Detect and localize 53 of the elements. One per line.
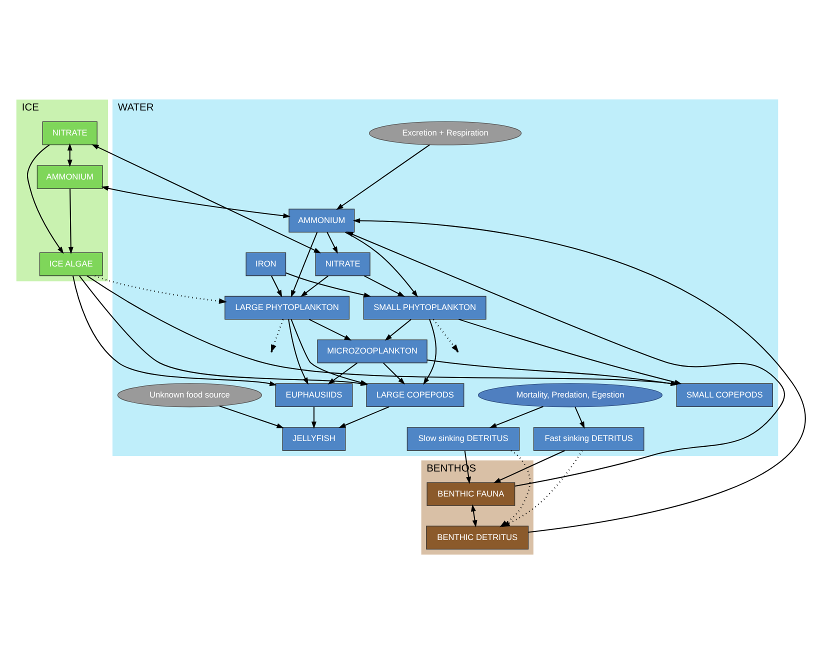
arrow — [68, 188, 73, 254]
arrow — [94, 274, 226, 304]
arrow — [338, 406, 389, 428]
arrow — [458, 318, 682, 384]
node-ellipse: Unknown food source — [116, 382, 262, 407]
arrow — [470, 504, 477, 527]
arrow — [300, 275, 328, 297]
node-box: NITRATE — [314, 252, 370, 276]
arrow — [426, 359, 678, 386]
node-box: AMMONIUM — [36, 164, 102, 188]
node-box: LARGE COPEPODS — [366, 382, 464, 407]
arrow — [100, 185, 290, 218]
arrow — [326, 232, 338, 254]
arrow — [290, 232, 318, 298]
arrow — [327, 362, 358, 384]
node-ellipse: Mortality, Predation, Egestion — [477, 382, 662, 407]
arrow — [384, 318, 411, 340]
arrow — [218, 405, 284, 428]
arrow — [382, 362, 405, 384]
node-box: IRON — [245, 252, 286, 276]
arrow — [285, 272, 371, 297]
arrow — [344, 231, 418, 297]
node-box: Fast sinking DETRITUS — [532, 426, 644, 450]
arrow — [336, 144, 430, 210]
node-box: ICE ALGAE — [38, 252, 102, 276]
node-box: EUPHAUSIIDS — [274, 382, 352, 407]
arrow — [488, 406, 543, 428]
node-box: NITRATE — [42, 120, 97, 145]
arrow — [574, 406, 584, 428]
node-box: Slow sinking DETRITUS — [406, 426, 520, 450]
arrow — [66, 142, 72, 166]
arrow — [310, 406, 316, 428]
arrow — [352, 218, 804, 532]
arrow — [492, 450, 564, 483]
node-box: BENTHIC FAUNA — [426, 482, 515, 506]
node-box: JELLYFISH — [282, 426, 346, 450]
arrow — [91, 144, 321, 253]
node-box: LARGE PHYTOPLANKTON — [224, 295, 350, 320]
arrow — [363, 274, 404, 296]
arrow — [422, 318, 436, 384]
arrow — [26, 144, 64, 254]
arrow — [346, 231, 784, 486]
arrow — [72, 275, 276, 386]
arrow — [290, 318, 368, 384]
arrow — [270, 275, 282, 297]
node-ellipse: Excretion + Respiration — [368, 120, 522, 145]
node-box: SMALL COPEPODS — [676, 382, 773, 407]
node-box: MICROZOOPLANKTON — [316, 339, 427, 363]
node-box: BENTHIC DETRITUS — [426, 525, 528, 549]
node-box: SMALL PHYTOPLANKTON — [362, 295, 486, 320]
node-box: AMMONIUM — [288, 208, 354, 232]
arrow — [308, 318, 352, 340]
arrow — [288, 318, 308, 384]
